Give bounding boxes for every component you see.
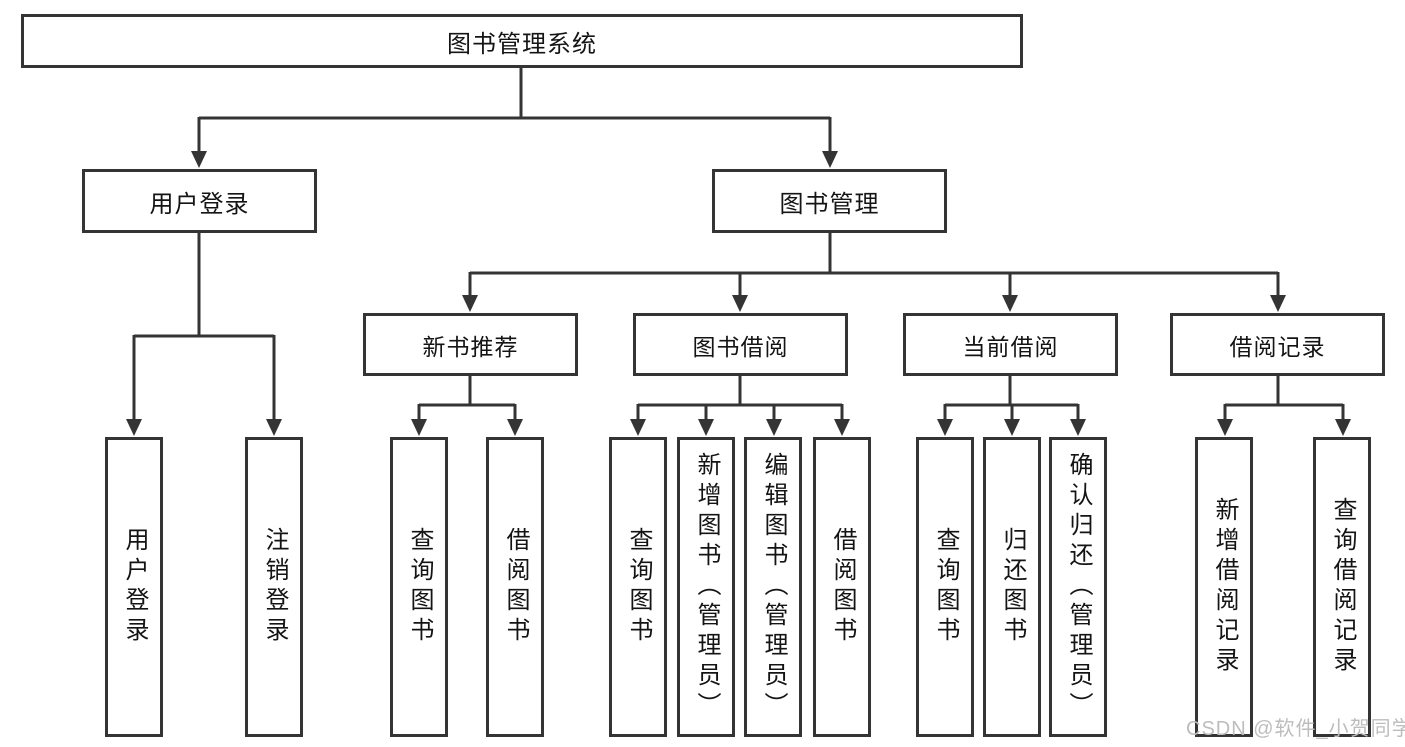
arrow-down-icon: [1002, 295, 1018, 312]
arrow-down-icon: [1004, 419, 1020, 436]
branch-user-login: [132, 233, 276, 421]
branch-book-borrow: [636, 376, 844, 421]
leaf-return-books: 归还图书: [983, 437, 1041, 737]
arrow-down-icon: [1070, 419, 1086, 436]
node-borrowing-records: 借阅记录: [1170, 313, 1385, 376]
arrow-down-icon: [630, 419, 646, 436]
arrow-down-icon: [834, 419, 850, 436]
leaf-user-login: 用户登录: [105, 437, 163, 737]
arrow-down-icon: [1217, 419, 1233, 436]
node-current-borrowing: 当前借阅: [903, 313, 1118, 376]
arrow-down-icon: [462, 295, 478, 312]
leaf-logout: 注销登录: [245, 437, 303, 737]
arrowheads-book-management: [462, 295, 1286, 312]
node-book-borrowing: 图书借阅: [633, 313, 848, 376]
csdn-watermark: CSDN @软件_小贺同学: [1186, 718, 1405, 740]
branch-new-book-rec: [417, 376, 517, 421]
leaf-query-books-1: 查询图书: [390, 437, 448, 737]
leaf-borrow-books-2: 借阅图书: [813, 437, 871, 737]
arrow-down-icon: [191, 151, 207, 168]
arrow-down-icon: [266, 419, 282, 436]
leaf-edit-books-admin: 编辑图书（管理员）: [744, 437, 802, 737]
leaf-query-borrow-record: 查询借阅记录: [1313, 437, 1371, 737]
branch-root: [197, 68, 832, 153]
arrowheads-root: [191, 151, 838, 168]
node-library-management-system: 图书管理系统: [21, 14, 1023, 68]
leaf-query-books-3: 查询图书: [916, 437, 974, 737]
branch-book-management: [468, 233, 1280, 297]
leaf-query-books-2: 查询图书: [609, 437, 667, 737]
arrow-down-icon: [698, 419, 714, 436]
leaf-add-books-admin: 新增图书（管理员）: [677, 437, 735, 737]
arrow-down-icon: [126, 419, 142, 436]
arrow-down-icon: [766, 419, 782, 436]
arrow-down-icon: [507, 419, 523, 436]
node-book-management-group: 图书管理: [712, 169, 947, 233]
node-new-book-recommendation: 新书推荐: [363, 313, 578, 376]
leaf-confirm-return-admin: 确认归还（管理员）: [1049, 437, 1107, 737]
node-user-login-group: 用户登录: [82, 169, 317, 233]
arrowheads-current-borrow: [937, 419, 1086, 436]
branch-current-borrow: [943, 376, 1080, 421]
arrow-down-icon: [937, 419, 953, 436]
arrowheads-user-login: [126, 419, 282, 436]
branch-borrow-records: [1223, 376, 1345, 421]
arrowheads-new-book-rec: [411, 419, 523, 436]
leaf-borrow-books-1: 借阅图书: [486, 437, 544, 737]
arrowheads-book-borrow: [630, 419, 850, 436]
arrow-down-icon: [411, 419, 427, 436]
arrow-down-icon: [1335, 419, 1351, 436]
arrow-down-icon: [732, 295, 748, 312]
arrow-down-icon: [1270, 295, 1286, 312]
leaf-add-borrow-record: 新增借阅记录: [1195, 437, 1253, 737]
arrow-down-icon: [822, 151, 838, 168]
arrowheads-borrow-records: [1217, 419, 1351, 436]
